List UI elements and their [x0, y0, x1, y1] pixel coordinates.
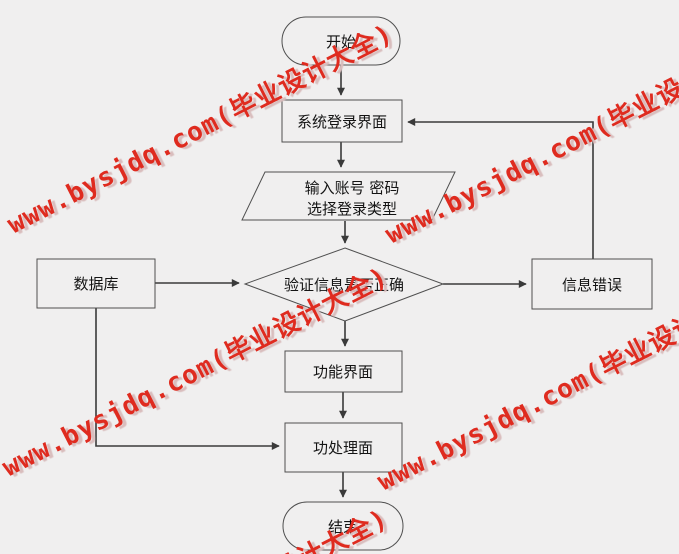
node-input-shape: [241, 171, 456, 221]
node-input-label-line2: 选择登录类型: [307, 200, 397, 218]
edge-database-to-process: [95, 308, 280, 450]
node-verify-shape: [243, 247, 445, 322]
node-end-shape: [282, 501, 404, 551]
node-start-shape: [281, 16, 401, 66]
node-process-shape: [284, 422, 403, 473]
node-database-label: 数据库: [73, 275, 118, 293]
node-start-label: 开始: [326, 33, 356, 51]
node-login-label: 系统登录界面: [297, 113, 387, 131]
node-error-shape: [531, 258, 653, 310]
node-end-label: 结束: [328, 518, 358, 536]
node-verify-label: 验证信息是否正确: [284, 276, 404, 294]
node-process-label: 功处理面: [313, 439, 373, 457]
node-input-label-line1: 输入账号 密码: [305, 179, 400, 197]
node-function-shape: [284, 350, 403, 393]
node-login-shape: [281, 99, 403, 143]
edge-error-to-login: [407, 118, 594, 259]
node-error-label: 信息错误: [562, 276, 622, 294]
node-database-shape: [36, 258, 156, 309]
node-function-label: 功能界面: [313, 363, 373, 381]
